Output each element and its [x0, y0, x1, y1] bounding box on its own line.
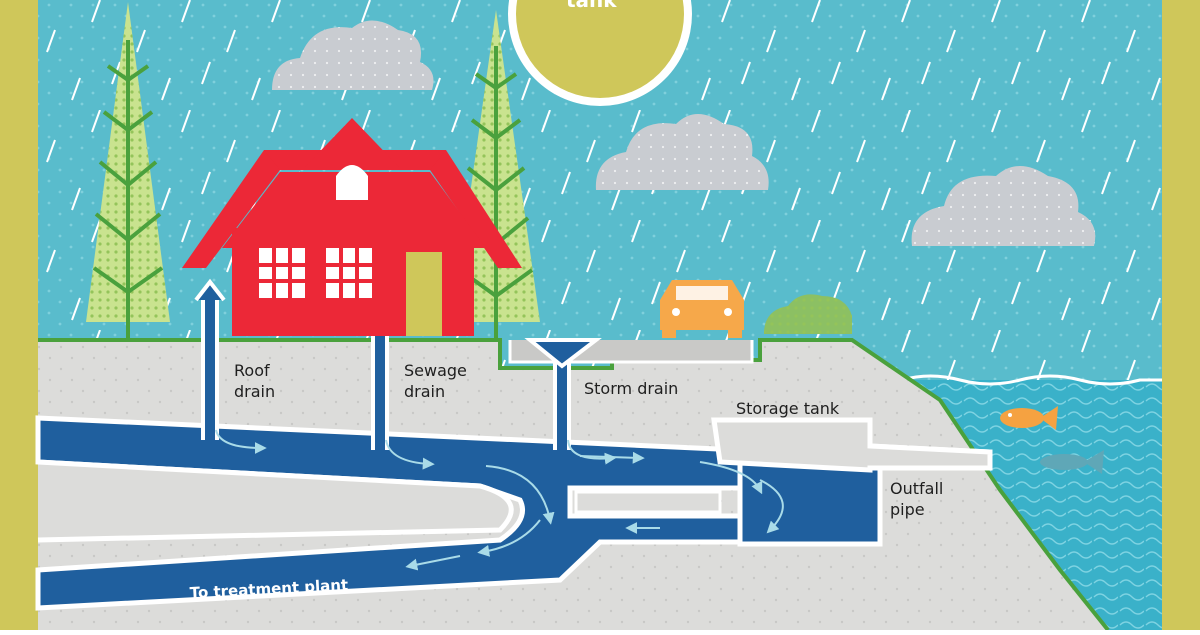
sewage-drain-label: Sewage drain	[404, 360, 467, 402]
storm-drain-grate	[524, 338, 602, 369]
grass-line	[38, 338, 1110, 632]
outfall-label-line2: pipe	[890, 500, 925, 519]
sewer-pipe	[35, 415, 743, 611]
house-icon	[182, 118, 522, 336]
roof-drain-label: Roof drain	[234, 360, 275, 402]
sun-title: tank	[566, 0, 617, 12]
storage-tank	[574, 417, 993, 547]
fish-icon	[1000, 406, 1058, 430]
outfall-pipe-label: Outfall pipe	[890, 478, 943, 520]
roof-drain-label-line1: Roof	[234, 361, 270, 380]
sewage-drain-label-line2: drain	[404, 382, 446, 401]
sun-icon	[508, 0, 692, 106]
outfall-label-line1: Outfall	[890, 479, 944, 498]
cloud-icon	[595, 114, 769, 190]
storm-drain-label: Storm drain	[584, 379, 679, 398]
car-icon	[660, 280, 744, 338]
fish-icon	[1040, 450, 1104, 474]
cloud-icon	[911, 166, 1096, 246]
tree-icon	[86, 2, 170, 345]
cloud-icon	[272, 20, 434, 90]
storage-tank-label: Storage tank	[736, 399, 840, 418]
roof-drain-label-line2: drain	[234, 382, 276, 401]
sewage-drain-label-line1: Sewage	[404, 361, 467, 380]
bush-icon	[764, 294, 852, 334]
flow-arrows	[215, 429, 784, 571]
